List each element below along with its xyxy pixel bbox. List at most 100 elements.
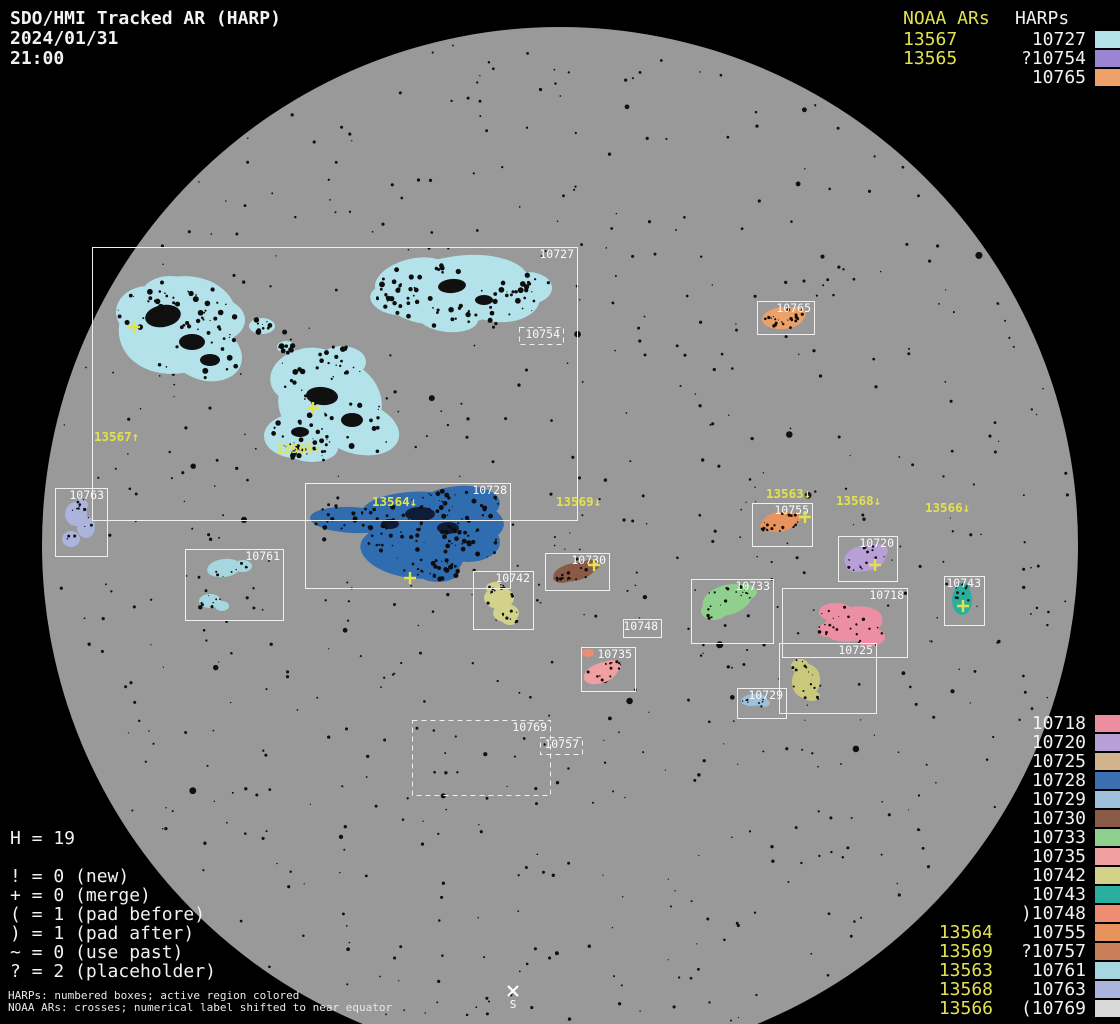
noaa-cross-icon [404, 572, 416, 584]
noaa-ar-number: 13567 [903, 29, 958, 50]
legend-row: 10718 [0, 714, 1120, 733]
legend-row: 10730 [0, 809, 1120, 828]
color-swatch [1095, 810, 1120, 827]
harp-region-10727 [116, 254, 552, 462]
flag-line: + = 0 (merge) [10, 885, 151, 906]
harp-label-10728: 10728 [472, 483, 507, 497]
harp-region-10735 [582, 649, 622, 685]
harp-box-10728 [305, 483, 511, 589]
harp-label-10733: 10733 [735, 579, 770, 593]
color-swatch [1095, 69, 1120, 86]
harp-box-10763 [55, 488, 108, 557]
noaa-ar-number: 13569 [938, 941, 993, 962]
noaa-disk-label: 13565↑ [276, 441, 321, 456]
noaa-ar-number: 13566 [938, 998, 993, 1019]
harp-box-10757 [540, 737, 583, 755]
harp-box-10730 [545, 553, 610, 591]
harp-region-10742 [484, 582, 519, 625]
harp-number: 10720 [1031, 732, 1086, 753]
harp-box-10725 [779, 643, 877, 714]
harp-number: 10729 [1031, 789, 1086, 810]
color-swatch [1095, 1000, 1120, 1017]
harp-region-10765 [762, 306, 806, 330]
harp-number: )10748 [1020, 903, 1086, 924]
noaa-disk-label: 13566↓ [925, 500, 970, 515]
harp-number: 10718 [1031, 713, 1086, 734]
harp-number: 10733 [1031, 827, 1086, 848]
caption-line1: HARPs: numbered boxes; active region col… [8, 989, 300, 1002]
legend-row: 10729 [0, 790, 1120, 809]
harp-number: 10730 [1031, 808, 1086, 829]
harp-label-10754: 10754 [525, 327, 560, 341]
harp-box-10718 [782, 588, 908, 658]
noaa-cross-icon [957, 600, 969, 612]
harp-label-10763: 10763 [69, 488, 104, 502]
app-title: SDO/HMI Tracked AR (HARP) [10, 8, 281, 29]
harp-number: (10769 [1020, 998, 1086, 1019]
harp-box-10742 [473, 571, 534, 630]
noaa-ar-number: 13565 [903, 48, 958, 69]
flag-line: ! = 0 (new) [10, 866, 130, 887]
harp-label-10748: 10748 [623, 619, 658, 633]
date-label: 2024/01/31 [10, 28, 119, 49]
noaa-cross-icon [869, 559, 881, 571]
legend-row: 10735 [0, 847, 1120, 866]
harp-label-10761: 10761 [245, 549, 280, 563]
harp-region-10763 [62, 499, 95, 547]
time-label: 21:00 [10, 48, 65, 69]
legend-row: 13566 (10769 [0, 999, 1120, 1018]
color-swatch [1095, 772, 1120, 789]
harp-region-10755 [760, 511, 801, 533]
harp-box-10765 [757, 301, 815, 335]
noaa-cross-icon [799, 511, 811, 523]
color-swatch [1095, 943, 1120, 960]
harp-label-10725: 10725 [838, 643, 873, 657]
harp-number: ?10757 [1020, 941, 1086, 962]
harp-number: 10763 [1031, 979, 1086, 1000]
color-swatch [1095, 734, 1120, 751]
harp-region-10761 [199, 558, 252, 611]
noaa-disk-label: 13569↓ [556, 494, 601, 509]
noaa-disk-label: 13568↓ [836, 493, 881, 508]
flag-line: ~ = 0 (use past) [10, 942, 184, 963]
harp-label-10743: 10743 [946, 576, 981, 590]
harp-label-10765: 10765 [776, 301, 811, 315]
harp-box-10729 [737, 688, 787, 719]
color-swatch [1095, 905, 1120, 922]
magnetogram-speckles [59, 44, 1069, 1022]
harp-count: H = 19 [10, 828, 76, 849]
flag-line: ( = 1 (pad before) [10, 904, 206, 925]
harp-box-10761 [185, 549, 284, 621]
harp-number: 10735 [1031, 846, 1086, 867]
color-swatch [1095, 867, 1120, 884]
harp-number: 10725 [1031, 751, 1086, 772]
legend-row: 10728 [0, 771, 1120, 790]
color-swatch [1095, 981, 1120, 998]
noaa-disk-label: 13567↑ [94, 429, 139, 444]
solar-disk [42, 27, 1078, 1024]
color-swatch [1095, 886, 1120, 903]
color-swatch [1095, 962, 1120, 979]
harp-number: 10728 [1031, 770, 1086, 791]
noaa-column-header: NOAA ARs [903, 8, 990, 29]
noaa-cross-icon [128, 321, 140, 333]
harp-box-10748 [623, 619, 662, 638]
harp-box-10754 [519, 327, 564, 345]
south-pole-label: S [510, 998, 517, 1011]
color-swatch [1095, 791, 1120, 808]
color-swatch [1095, 715, 1120, 732]
harp-box-10743 [944, 576, 985, 626]
color-swatch [1095, 924, 1120, 941]
flag-line: ) = 1 (pad after) [10, 923, 195, 944]
harp-number: 10765 [1031, 67, 1086, 88]
color-swatch [1095, 50, 1120, 67]
noaa-disk-label: 13563↓ [766, 486, 811, 501]
flag-legend: ! = 0 (new)+ = 0 (merge)( = 1 (pad befor… [10, 867, 216, 981]
color-swatch [1095, 829, 1120, 846]
legend-row: 10743 [0, 885, 1120, 904]
noaa-disk-label: 13564↓ [372, 494, 417, 509]
caption-line2: NOAA ARs: crosses; numerical label shift… [8, 1001, 393, 1014]
